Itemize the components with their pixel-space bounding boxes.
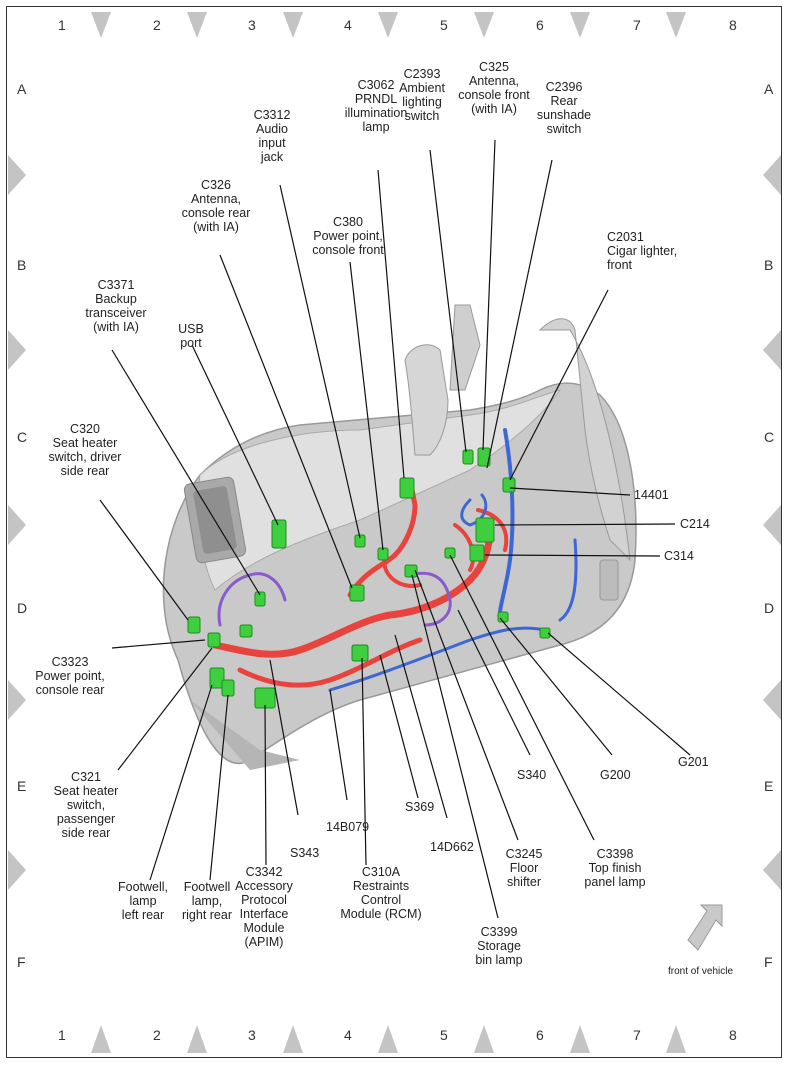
label-s340: S340: [517, 768, 547, 782]
grid-col-top-7: 7: [633, 17, 641, 33]
grid-row-left-d: D: [17, 600, 28, 616]
grid-col-top-3: 3: [248, 17, 256, 33]
grid-col-top-6: 6: [536, 17, 544, 33]
label-c380: C380 Power point, console front: [312, 215, 384, 257]
label-c3323: C3323 Power point, console rear: [35, 655, 105, 697]
grid-col-bottom-4: 4: [344, 1027, 352, 1043]
front-of-vehicle-label: front of vehicle: [668, 966, 734, 977]
label-14401: 14401: [634, 488, 669, 502]
label-14b079: 14B079: [326, 820, 370, 834]
grid-row-right-d: D: [764, 600, 775, 616]
grid-col-bottom-7: 7: [633, 1027, 641, 1043]
label-g200: G200: [600, 768, 631, 782]
label-footwell-right: Footwell lamp, right rear: [181, 880, 233, 922]
label-c310a: C310A Restraints Control Module (RCM): [340, 865, 422, 921]
label-c3312: C3312 Audio input jack: [253, 108, 291, 164]
grid-col-bottom-6: 6: [536, 1027, 544, 1043]
grid-row-right-f: F: [764, 954, 773, 970]
label-s369: S369: [405, 800, 435, 814]
label-g201: G201: [678, 755, 709, 769]
wiring-harness: [211, 428, 578, 692]
label-c2393: C2393 Ambient lighting switch: [399, 67, 445, 123]
grid-row-right-c: C: [764, 429, 775, 445]
label-s343: S343: [290, 846, 320, 860]
label-c3342: C3342 Accessory Protocol Interface Modul…: [235, 865, 293, 949]
label-footwell-left: Footwell, lamp left rear: [117, 880, 169, 922]
grid-row-left-c: C: [17, 429, 28, 445]
grid-col-bottom-5: 5: [440, 1027, 448, 1043]
grid-col-top-2: 2: [153, 17, 161, 33]
label-c2396: C2396 Rear sunshade switch: [536, 80, 592, 136]
label-c2031: C2031 Cigar lighter, front: [607, 230, 678, 272]
leader-lines: [99, 139, 691, 919]
grid-col-bottom-2: 2: [153, 1027, 161, 1043]
center-console-body: [162, 304, 637, 770]
label-c3245: C3245 Floor shifter: [505, 847, 543, 889]
grid-col-top-4: 4: [344, 17, 352, 33]
connectors: [187, 447, 551, 709]
grid-col-bottom-1: 1: [58, 1027, 66, 1043]
label-c3398: C3398 Top finish panel lamp: [584, 847, 646, 889]
grid-row-right-a: A: [764, 81, 774, 97]
label-c314: C314: [664, 549, 694, 563]
grid-row-left-e: E: [17, 778, 27, 794]
grid-col-top-5: 5: [440, 17, 448, 33]
grid-col-top-8: 8: [729, 17, 737, 33]
label-c321: C321 Seat heater switch, passenger side …: [53, 770, 119, 840]
front-of-vehicle-arrow-icon: [687, 904, 723, 951]
label-14d662: 14D662: [430, 840, 474, 854]
label-usb-port: USB port: [178, 322, 204, 350]
grid-row-right-e: E: [764, 778, 774, 794]
grid-row-left-f: F: [17, 954, 26, 970]
label-c3062: C3062 PRNDL illumination lamp: [344, 78, 408, 134]
grid-row-left-a: A: [17, 81, 27, 97]
label-c326: C326 Antenna, console rear (with IA): [181, 178, 251, 234]
grid-row-right-b: B: [764, 257, 774, 273]
grid-col-top-1: 1: [58, 17, 66, 33]
grid-markers: [8, 12, 781, 1053]
label-c320: C320 Seat heater switch, driver side rea…: [48, 422, 122, 478]
label-c325: C325 Antenna, console front (with IA): [458, 60, 530, 116]
label-c3399: C3399 Storage bin lamp: [475, 925, 523, 967]
grid-row-left-b: B: [17, 257, 27, 273]
label-c3371: C3371 Backup transceiver (with IA): [85, 278, 147, 334]
grid-col-bottom-3: 3: [248, 1027, 256, 1043]
grid-col-bottom-8: 8: [729, 1027, 737, 1043]
label-c214: C214: [680, 517, 710, 531]
